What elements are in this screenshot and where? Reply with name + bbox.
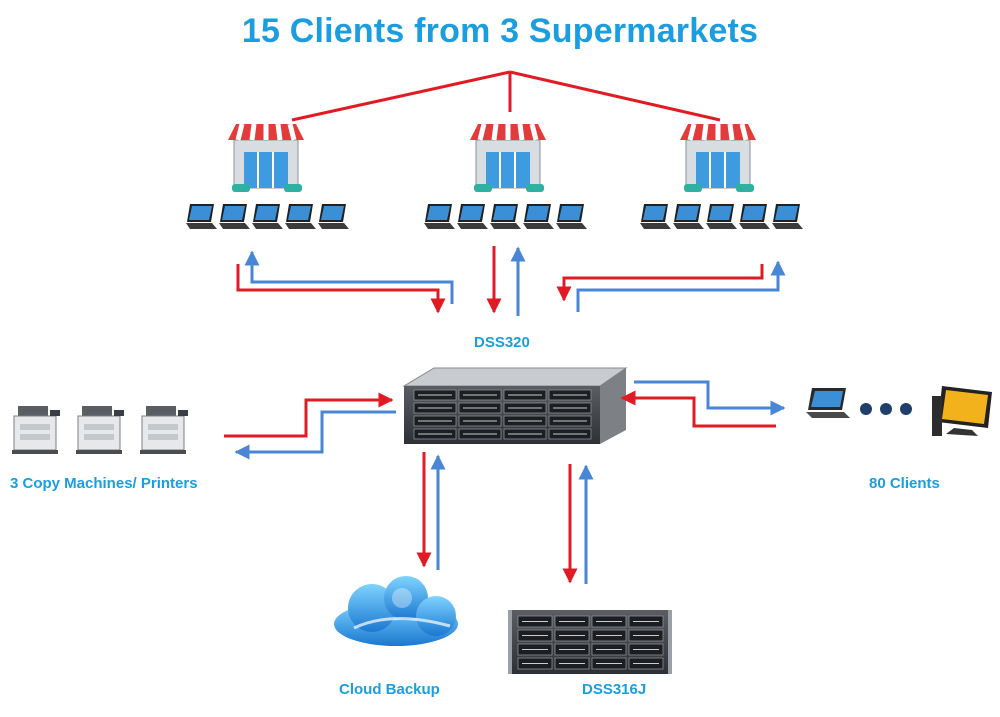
rack-server-icon <box>508 610 672 674</box>
laptop-icon <box>523 204 554 229</box>
store-arrows <box>236 246 786 316</box>
laptop-icon <box>806 388 850 418</box>
dss316j-label: DSS316J <box>582 681 647 698</box>
client-arrows <box>620 380 786 428</box>
laptop-icon <box>285 204 316 229</box>
cloud-backup-label: Cloud Backup <box>339 681 440 698</box>
ellipsis-icon <box>860 403 912 415</box>
tree-line-left <box>291 70 511 122</box>
laptop-icon <box>673 204 704 229</box>
laptop-icon <box>318 204 349 229</box>
laptop-icon <box>186 204 217 229</box>
arrow-server-to-clients <box>634 380 786 416</box>
laptop-icon <box>252 204 283 229</box>
laptop-icon <box>772 204 803 229</box>
laptop-icon <box>556 204 587 229</box>
arrow-clients-to-server <box>620 390 776 428</box>
store-icon <box>680 123 756 192</box>
supermarket-1 <box>228 123 304 192</box>
supermarket-tree-lines <box>291 70 721 122</box>
diagram-title: 15 Clients from 3 Supermarkets <box>241 12 759 50</box>
copy-machine-icon <box>76 406 124 454</box>
laptop-icon <box>219 204 250 229</box>
laptop-icon <box>706 204 737 229</box>
printer-arrows <box>224 392 396 460</box>
laptop-icon <box>457 204 488 229</box>
arrow-server-to-store3 <box>576 260 786 312</box>
cloud-icon <box>334 576 458 646</box>
laptop-icon <box>739 204 770 229</box>
laptop-icon <box>490 204 521 229</box>
printers-label: 3 Copy Machines/ Printers <box>10 475 198 492</box>
printer-group <box>12 406 188 454</box>
copy-machine-icon <box>12 406 60 454</box>
clients-label: 80 Clients <box>869 475 940 492</box>
store-icon <box>470 123 546 192</box>
tree-line-right <box>509 70 721 122</box>
store-laptop-rows <box>186 204 803 229</box>
laptop-icon <box>640 204 671 229</box>
supermarket-2 <box>470 123 546 192</box>
arrow-printers-to-server <box>224 392 394 438</box>
arrow-server-to-store1 <box>244 250 454 304</box>
laptop-icon <box>424 204 455 229</box>
arrow-store3-to-server <box>556 264 764 302</box>
copy-machine-icon <box>140 406 188 454</box>
rack-server-icon <box>402 367 628 444</box>
store-icon <box>228 123 304 192</box>
arrow-store1-to-server <box>236 264 446 314</box>
supermarket-3 <box>680 123 756 192</box>
dss320-label: DSS320 <box>474 334 530 351</box>
arrow-server-to-printers <box>234 410 396 460</box>
desktop-icon <box>932 386 992 436</box>
lower-arrows <box>416 452 594 584</box>
